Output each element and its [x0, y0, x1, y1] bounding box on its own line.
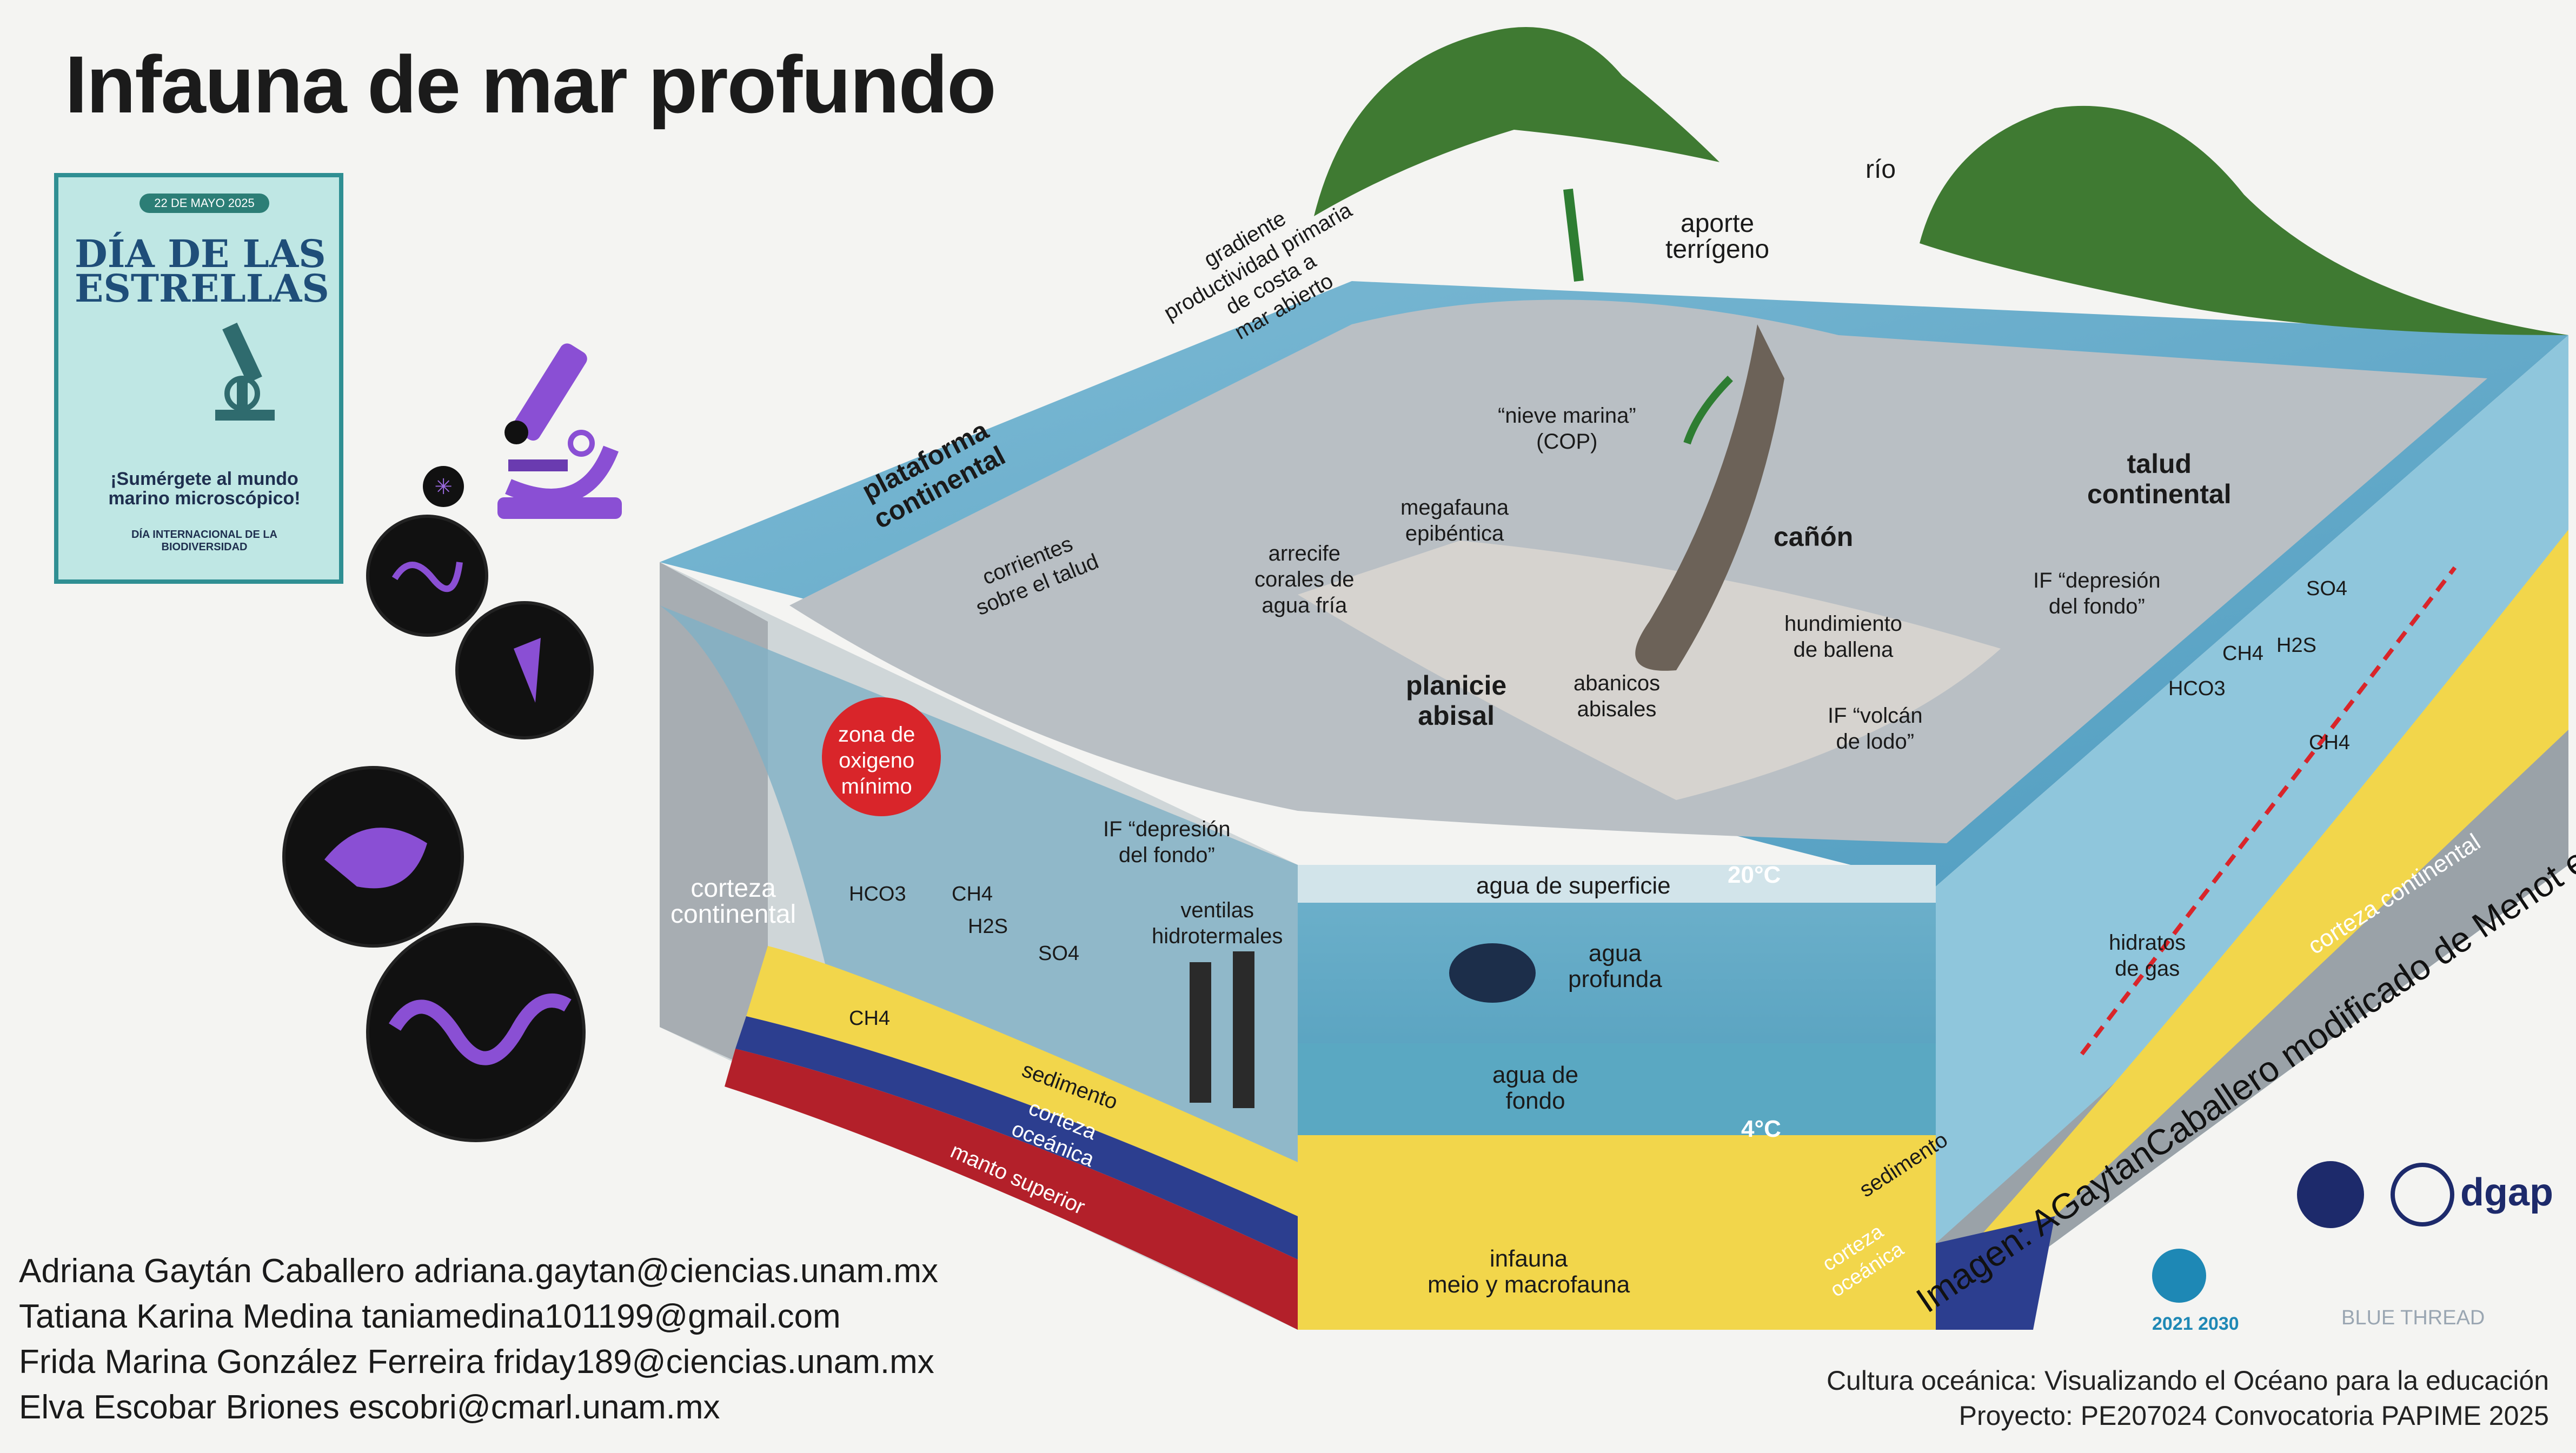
- infauna-sediment: [1298, 1135, 1936, 1330]
- poster-date: 22 DE MAYO 2025: [140, 194, 269, 213]
- credit-line-2: Proyecto: PE207024 Convocatoria PAPIME 2…: [1958, 1401, 2549, 1431]
- label-if-depresion-left: IF “depresión del fondo”: [1103, 817, 1231, 867]
- arrow-nieve: [1563, 188, 1584, 282]
- anglerfish-icon: [1449, 943, 1536, 1003]
- label-ch4-left-a: CH4: [952, 883, 993, 905]
- label-megafauna: megafauna epibéntica: [1400, 496, 1509, 545]
- right-side-face: [1936, 335, 2568, 1330]
- label-hco3-left: HCO3: [849, 883, 906, 905]
- label-abanicos: abanicos abisales: [1574, 671, 1661, 721]
- page-title: Infauna de mar profundo: [65, 39, 997, 130]
- label-agua-fondo: agua de fondo: [1492, 1062, 1579, 1114]
- event-poster: 22 DE MAYO 2025 DÍA DE LAS ESTRELLAS ¡Su…: [54, 173, 343, 584]
- label-corteza-continental-left: corteza continental: [670, 874, 796, 929]
- label-nieve: “nieve marina” (COP): [1498, 404, 1636, 454]
- bubble-radiolaria: [423, 466, 464, 507]
- organism-bubbles: ✳: [282, 343, 622, 1142]
- author-2: Tatiana Karina Medina taniamedina101199@…: [19, 1298, 841, 1335]
- blue-thread-logo: BLUE THREAD: [2341, 1307, 2485, 1329]
- label-infauna: infauna meio y macrofauna: [1428, 1245, 1630, 1298]
- ocean-block-diagram: [660, 27, 2568, 1330]
- bubble-polychaete: [366, 923, 586, 1142]
- vent-2: [1233, 951, 1254, 1108]
- label-talud: talud continental: [2087, 449, 2232, 509]
- label-if-depresion-right: IF “depresión del fondo”: [2033, 569, 2161, 618]
- label-aporte: aporte terrígeno: [1665, 209, 1770, 264]
- abyssal-fan: [1635, 324, 1784, 671]
- label-temp-20: 20°C: [1728, 862, 1781, 888]
- dgapa-logo: dgapa: [2460, 1171, 2552, 1214]
- svg-text:✳: ✳: [434, 475, 453, 499]
- label-so4-left: SO4: [1038, 942, 1080, 965]
- label-hundimiento: hundimiento de ballena: [1784, 612, 1902, 662]
- credit-line-1: Cultura oceánica: Visualizando el Océano…: [1826, 1365, 2549, 1396]
- author-3: Frida Marina González Ferreira friday189…: [19, 1343, 934, 1381]
- label-canon: cañón: [1774, 522, 1854, 552]
- sediment-left: [746, 946, 1298, 1216]
- poster-microscope-icon: [215, 322, 275, 421]
- label-planicie: planicie abisal: [1406, 670, 1507, 731]
- mantle-left: [725, 1049, 1298, 1330]
- poster-day: DÍA INTERNACIONAL DE LA BIODIVERSIDAD: [131, 529, 277, 553]
- label-hidratos: hidratos de gas: [2109, 931, 2186, 981]
- oceanic-crust-left: [735, 1016, 1298, 1259]
- authors-list: Adriana Gaytán Caballero adriana.gaytan@…: [19, 1249, 938, 1430]
- label-temp-4: 4°C: [1741, 1116, 1781, 1142]
- poster-subtitle: ¡Sumérgete al mundo marino microscópico!: [108, 469, 301, 509]
- arrow-aporte: [1683, 376, 1733, 445]
- oxygen-zone: [822, 697, 941, 816]
- label-rio: río: [1865, 155, 1896, 184]
- label-ventilas: ventilas hidrotermales: [1152, 898, 1283, 948]
- microscope-icon: [497, 343, 622, 519]
- label-h2s-left: H2S: [968, 915, 1008, 938]
- label-hco3-right: HCO3: [2168, 677, 2226, 700]
- poster-title: DÍA DE LAS ESTRELLAS: [75, 231, 329, 311]
- land-left: [1314, 27, 1719, 216]
- decade-logo: [2152, 1249, 2206, 1303]
- decade-years: 2021 2030: [2152, 1314, 2239, 1334]
- label-agua-superficie: agua de superficie: [1476, 872, 1671, 899]
- author-4: Elva Escobar Briones escobri@cmarl.unam.…: [19, 1389, 720, 1426]
- vent-1: [1190, 962, 1211, 1103]
- label-agua-profunda: agua profunda: [1568, 940, 1662, 992]
- label-ch4-right-b: CH4: [2309, 731, 2351, 754]
- land-right: [1920, 105, 2568, 335]
- label-arrecife: arrecife corales de agua fría: [1254, 542, 1355, 617]
- label-ch4-right-a: CH4: [2222, 642, 2264, 665]
- label-so4-right: SO4: [2306, 577, 2348, 600]
- icml-logo: [2297, 1161, 2364, 1228]
- institution-logos: dgapa 2021 2030 BLUE THREAD: [2152, 1161, 2552, 1334]
- label-if-volcan: IF “volcán de lodo”: [1828, 704, 1923, 754]
- label-h2s-right: H2S: [2276, 634, 2316, 657]
- bubble-small: [504, 421, 528, 444]
- unam-logo: [2391, 1163, 2454, 1227]
- author-1: Adriana Gaytán Caballero adriana.gaytan@…: [19, 1252, 938, 1290]
- abyssal-plain: [1298, 541, 2001, 800]
- label-zona-oxigeno: zona de oxigeno mínimo: [838, 723, 915, 798]
- label-ch4-left-b: CH4: [849, 1007, 891, 1030]
